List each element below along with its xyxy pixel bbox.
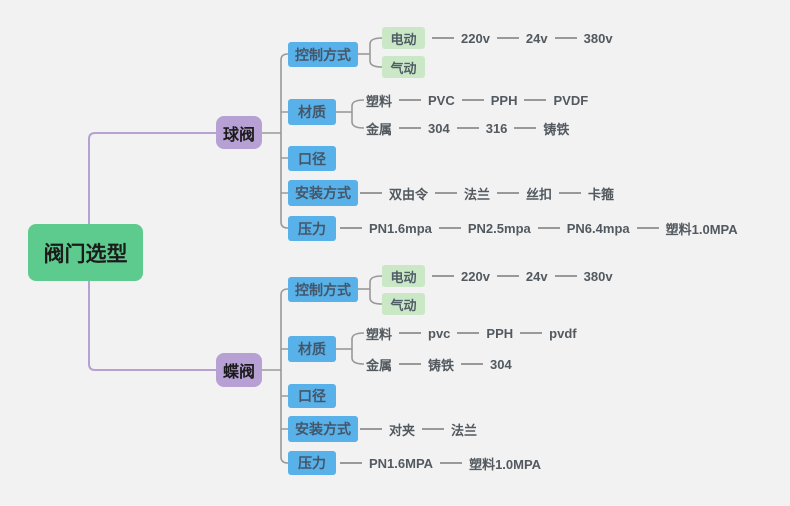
leaf-item-plastic10-ball[interactable]: 塑料1.0MPA (665, 221, 738, 237)
leaf-item-pn16-butterfly[interactable]: PN1.6MPA (369, 455, 434, 471)
leaf-item-pvdf-ball[interactable]: PVDF (553, 92, 589, 108)
connector-line (360, 192, 382, 194)
branch-node-butterfly-valve[interactable]: 蝶阀 (216, 353, 262, 387)
connector-line (435, 192, 458, 194)
leaf-item-plastic10-butterfly[interactable]: 塑料1.0MPA (469, 456, 542, 472)
category-node-control-method-ball[interactable]: 控制方式 (288, 42, 358, 67)
connector-line (399, 363, 422, 365)
chain-row-plastic-butterfly: 塑料 pvc PPH pvdf (366, 324, 577, 342)
leaf-item-cast-iron-butterfly[interactable]: 铸铁 (428, 357, 455, 373)
connector-line (340, 462, 362, 464)
leaf-item-380v-butterfly[interactable]: 380v (583, 268, 613, 284)
connector-line (399, 332, 422, 334)
root-node-valve-selection[interactable]: 阀门选型 (28, 224, 143, 281)
connector-line (440, 462, 463, 464)
connector-line (559, 192, 582, 194)
connector-line (422, 428, 445, 430)
leaf-item-metal-butterfly[interactable]: 金属 (366, 357, 393, 373)
connector-line (438, 227, 461, 229)
connector-line (537, 227, 560, 229)
leaf-item-cast-iron-ball[interactable]: 铸铁 (543, 121, 570, 137)
leaf-item-double-union-ball[interactable]: 双由令 (389, 186, 429, 202)
leaf-item-pn16-ball[interactable]: PN1.6mpa (369, 220, 432, 236)
leaf-item-pvc-ball[interactable]: PVC (428, 92, 455, 108)
branch-node-ball-valve[interactable]: 球阀 (216, 116, 262, 149)
leaf-item-220v-ball[interactable]: 220v (461, 30, 490, 46)
category-node-diameter-butterfly[interactable]: 口径 (288, 384, 336, 408)
leaf-item-flange-ball[interactable]: 法兰 (464, 186, 491, 202)
leaf-item-thread-ball[interactable]: 丝扣 (526, 186, 553, 202)
category-node-install-method-butterfly[interactable]: 安装方式 (288, 416, 358, 442)
leaf-item-pn25-ball[interactable]: PN2.5mpa (467, 220, 531, 236)
chain-row-metal-ball: 金属 304 316 铸铁 (366, 119, 569, 137)
leaf-item-316-ball[interactable]: 316 (485, 120, 508, 136)
leaf-item-wafer-butterfly[interactable]: 对夹 (389, 422, 416, 438)
leaf-item-304-butterfly[interactable]: 304 (490, 356, 512, 372)
connector-line (461, 99, 484, 101)
leaf-item-pph-ball[interactable]: PPH (490, 92, 518, 108)
category-node-pressure-ball[interactable]: 压力 (288, 216, 336, 241)
connector-line (636, 227, 659, 229)
leaf-item-24v-butterfly[interactable]: 24v (525, 268, 548, 284)
chain-row-electric-ball: 电动 220v 24v 380v (382, 27, 613, 49)
leaf-item-plastic-butterfly[interactable]: 塑料 (366, 326, 393, 342)
category-node-control-method-butterfly[interactable]: 控制方式 (288, 277, 358, 302)
leaf-item-24v-ball[interactable]: 24v (525, 30, 548, 46)
leaf-item-clamp-ball[interactable]: 卡箍 (588, 186, 615, 202)
connector-line (497, 192, 520, 194)
connector-line (340, 227, 362, 229)
connector-line (432, 37, 454, 39)
chain-row-metal-butterfly: 金属 铸铁 304 (366, 355, 512, 373)
connector-line (432, 275, 454, 277)
category-node-material-butterfly[interactable]: 材质 (288, 336, 336, 362)
leaf-item-flange-butterfly[interactable]: 法兰 (451, 422, 478, 438)
category-node-pressure-butterfly[interactable]: 压力 (288, 451, 336, 475)
chain-row-electric-butterfly: 电动 220v 24v 380v (382, 265, 613, 287)
leaf-node-pneumatic-ball[interactable]: 气动 (382, 56, 425, 78)
leaf-item-pph-butterfly[interactable]: PPH (486, 325, 514, 341)
chain-row-pressure-ball: PN1.6mpa PN2.5mpa PN6.4mpa 塑料1.0MPA (340, 219, 738, 237)
leaf-item-220v-butterfly[interactable]: 220v (461, 268, 490, 284)
connector-line (496, 37, 519, 39)
category-node-diameter-ball[interactable]: 口径 (288, 146, 336, 171)
connector-line (360, 428, 382, 430)
connector-line (520, 332, 543, 334)
leaf-item-pvc-butterfly[interactable]: pvc (428, 325, 451, 341)
connector-line (554, 37, 577, 39)
category-node-install-method-ball[interactable]: 安装方式 (288, 180, 358, 206)
leaf-node-electric-ball[interactable]: 电动 (382, 27, 425, 49)
connector-line (554, 275, 577, 277)
connector-line (399, 127, 422, 129)
chain-row-pressure-butterfly: PN1.6MPA 塑料1.0MPA (340, 454, 541, 472)
connector-line (496, 275, 519, 277)
chain-row-install-butterfly: 对夹 法兰 (360, 420, 477, 438)
connector-line (524, 99, 547, 101)
chain-row-install-ball: 双由令 法兰 丝扣 卡箍 (360, 184, 614, 202)
leaf-item-metal-ball[interactable]: 金属 (366, 121, 393, 137)
chain-row-plastic-ball: 塑料 PVC PPH PVDF (366, 91, 588, 109)
leaf-item-pn64-ball[interactable]: PN6.4mpa (566, 220, 630, 236)
connector-line (399, 99, 422, 101)
connector-line (461, 363, 484, 365)
category-node-material-ball[interactable]: 材质 (288, 99, 336, 125)
leaf-node-electric-butterfly[interactable]: 电动 (382, 265, 425, 287)
leaf-item-pvdf-butterfly[interactable]: pvdf (549, 325, 577, 341)
connector-line (514, 127, 537, 129)
leaf-node-pneumatic-butterfly[interactable]: 气动 (382, 293, 425, 315)
connector-line (457, 332, 480, 334)
connector-line (456, 127, 479, 129)
leaf-item-plastic-ball[interactable]: 塑料 (366, 93, 393, 109)
leaf-item-380v-ball[interactable]: 380v (583, 30, 613, 46)
leaf-item-304-ball[interactable]: 304 (428, 120, 450, 136)
